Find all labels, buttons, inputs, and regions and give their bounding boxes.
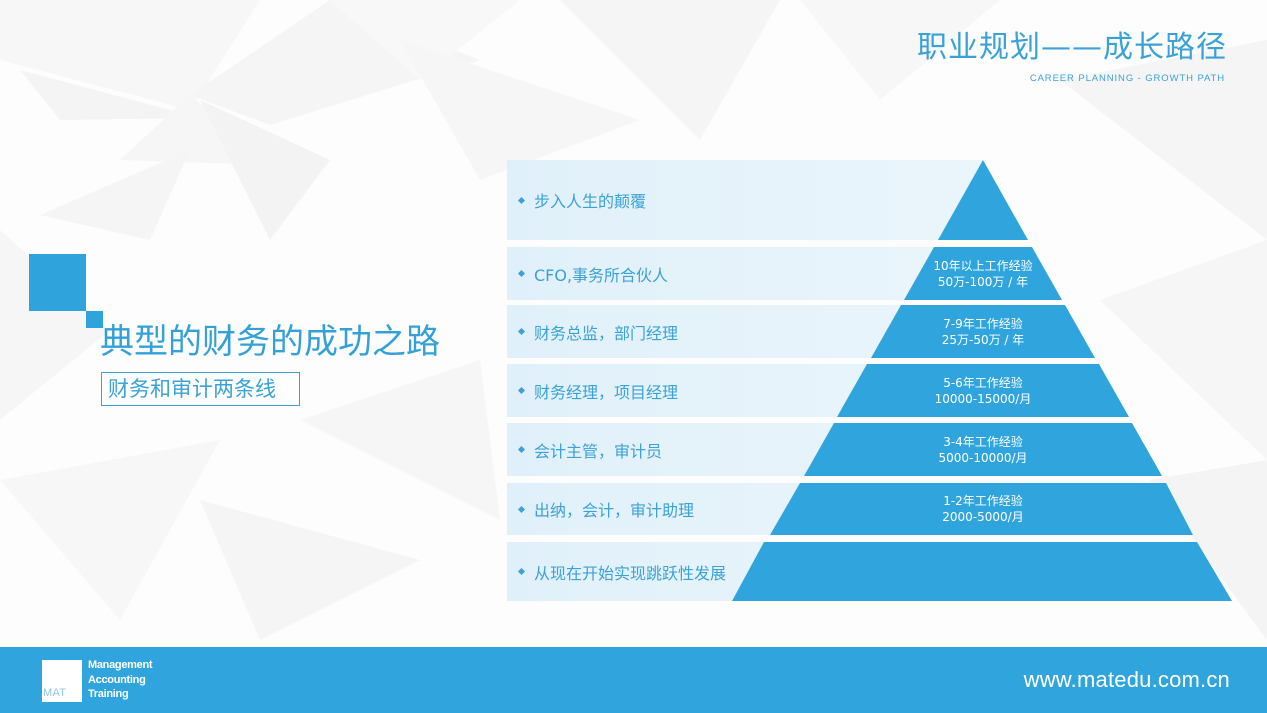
pyramid-row-1: 步入人生的颠覆: [507, 160, 983, 240]
row-role-text: CFO,事务所合伙人: [534, 265, 669, 285]
brand-line: Accounting: [88, 673, 146, 686]
bullet-diamond-icon: [517, 327, 526, 336]
bullet-diamond-icon: [517, 567, 526, 576]
row-role-text: 从现在开始实现跳跃性发展: [534, 563, 727, 583]
footer-bar: [0, 647, 1267, 713]
row-role-text: 财务总监，部门经理: [534, 323, 679, 343]
row-role-text: 步入人生的颠覆: [534, 192, 647, 211]
brand-line: Management: [88, 659, 153, 671]
brand-name: Management Accounting Training: [88, 658, 153, 702]
pyramid-row-2: CFO,事务所合伙人: [507, 247, 983, 300]
mat-logo: [42, 660, 82, 702]
bullet-diamond-icon: [517, 505, 526, 513]
salary-text: 10000-15000/月: [934, 391, 1032, 406]
experience-text: 1-2年工作经验: [943, 494, 1023, 508]
experience-text: 7-9年工作经验: [943, 316, 1023, 331]
logo-text: MAT: [43, 687, 67, 699]
pyramid-row-7: 从现在开始实现跳跃性发展: [507, 542, 983, 601]
brand-line: Training: [88, 688, 129, 700]
decorative-square-small: [86, 311, 103, 328]
row-role-text: 会计主管，审计员: [534, 441, 663, 461]
decorative-square-large: [29, 254, 86, 311]
page-title: 典型的财务的成功之路: [100, 322, 440, 362]
slide-header-subtitle: CAREER PLANNING - GROWTH PATH: [1029, 73, 1225, 84]
row-role-text: 出纳，会计，审计助理: [534, 501, 695, 520]
experience-text: 5-6年工作经验: [943, 375, 1023, 390]
salary-text: 2000-5000/月: [942, 510, 1024, 524]
pyramid-label-5: 3-4年工作经验 5000-10000/月: [883, 423, 1083, 476]
pyramid-label-6: 1-2年工作经验 2000-5000/月: [883, 483, 1083, 535]
experience-text: 10年以上工作经验: [933, 258, 1033, 273]
page-subtitle-box: 财务和审计两条线: [101, 372, 300, 406]
salary-text: 25万-50万 / 年: [941, 332, 1025, 347]
row-role-text: 财务经理，项目经理: [534, 382, 679, 402]
salary-text: 5000-10000/月: [938, 450, 1028, 465]
bullet-diamond-icon: [517, 386, 526, 395]
pyramid-label-2: 10年以上工作经验 50万-100万 / 年: [883, 247, 1083, 300]
experience-text: 3-4年工作经验: [943, 434, 1023, 449]
salary-text: 50万-100万 / 年: [937, 274, 1029, 289]
pyramid-label-3: 7-9年工作经验 25万-50万 / 年: [883, 305, 1083, 358]
pyramid-label-4: 5-6年工作经验 10000-15000/月: [883, 364, 1083, 417]
bullet-diamond-icon: [517, 445, 526, 454]
bullet-diamond-icon: [517, 269, 526, 278]
slide-header-title: 职业规划——成长路径: [917, 30, 1227, 65]
bullet-diamond-icon: [517, 196, 526, 204]
website-link[interactable]: www.matedu.com.cn: [1023, 667, 1230, 692]
